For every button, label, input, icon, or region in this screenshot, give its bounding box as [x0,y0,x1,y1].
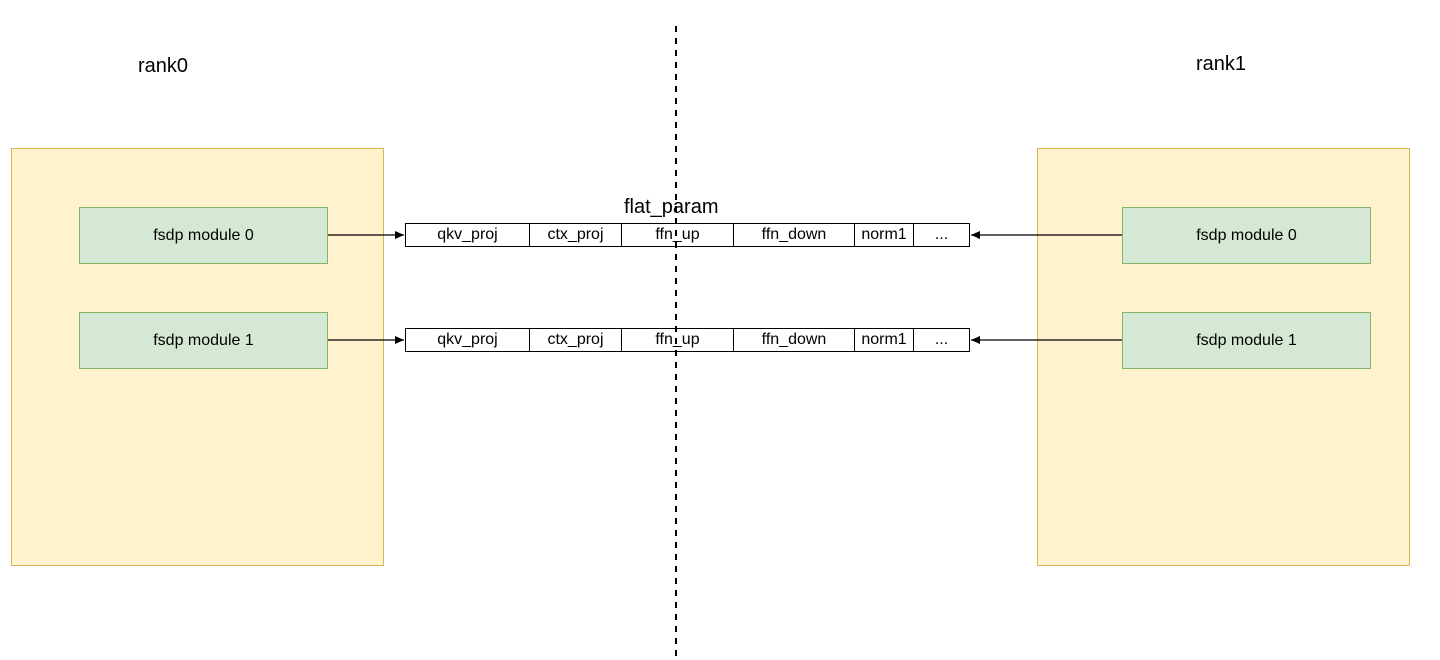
flat-param-segment-ellipsis: ... [934,226,949,243]
flat-param-segment-qkv-proj: qkv_proj [406,329,530,351]
flat-param-segment-qkv-proj: qkv_proj [406,224,530,246]
flat-param-row-0: qkv_proj ctx_proj ffn_up ffn_down norm1 … [405,223,970,247]
module-label: fsdp module 1 [153,331,254,349]
rank0-fsdp-module-0: fsdp module 0 [79,207,328,264]
rank0-label: rank0 [138,55,189,77]
flat-param-row-1: qkv_proj ctx_proj ffn_up ffn_down norm1 … [405,328,970,352]
flat-param-segment-norm1: norm1 [855,224,914,246]
rank1-fsdp-module-0: fsdp module 0 [1122,207,1371,264]
rank1-fsdp-module-1: fsdp module 1 [1122,312,1371,369]
flat-param-title: flat_param [624,196,719,218]
rank0-fsdp-module-1: fsdp module 1 [79,312,328,369]
module-label: fsdp module 0 [1196,226,1297,244]
flat-param-segment-ffn-up: ffn_up [622,329,734,351]
flat-param-segment-ffn-down: ffn_down [734,224,855,246]
flat-param-segment-ffn-down: ffn_down [734,329,855,351]
flat-param-segment-norm1: norm1 [855,329,914,351]
module-label: fsdp module 1 [1196,331,1297,349]
flat-param-segment-ellipsis: ... [934,331,949,348]
flat-param-segment-ctx-proj: ctx_proj [530,329,622,351]
flat-param-segment-ctx-proj: ctx_proj [530,224,622,246]
flat-param-segment-ffn-up: ffn_up [622,224,734,246]
rank1-label: rank1 [1196,53,1247,75]
module-label: fsdp module 0 [153,226,254,244]
